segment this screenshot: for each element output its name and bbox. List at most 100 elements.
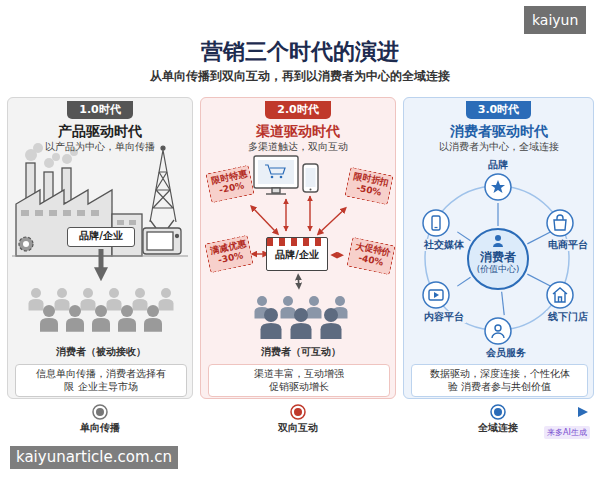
people-illustration bbox=[161, 288, 171, 298]
c2-text: (价值中心) bbox=[469, 264, 527, 275]
connector bbox=[527, 274, 553, 288]
tv bbox=[143, 228, 181, 254]
connector bbox=[255, 210, 275, 231]
channel-icon bbox=[554, 220, 566, 230]
promo-tag: 满减优惠 -30% bbox=[204, 235, 253, 273]
consumer-group: 消费者（被动接收） bbox=[19, 284, 183, 358]
sub-text: 多渠道触达，双向互动 bbox=[201, 141, 395, 153]
channel-icon bbox=[484, 173, 512, 201]
consumer-group: 消费者（可互动） bbox=[226, 292, 376, 358]
smoke bbox=[52, 153, 60, 161]
factory-windows bbox=[77, 210, 85, 216]
tv bbox=[176, 235, 179, 238]
box-text: 满减优惠 -30% bbox=[208, 238, 251, 268]
channel-node: 内容平台 bbox=[422, 281, 466, 309]
watermark: kaiyun bbox=[524, 6, 586, 34]
people-illustration bbox=[55, 299, 70, 311]
era-panel: 3.0时代消费者驱动时代以消费者为中心，全域连接品牌社交媒体电商平台消费者(价值… bbox=[403, 97, 594, 399]
people-illustration bbox=[29, 299, 44, 311]
people-illustration bbox=[264, 308, 278, 322]
factory-windows bbox=[117, 220, 124, 225]
channel-icon bbox=[423, 210, 449, 236]
monitor bbox=[254, 156, 298, 194]
people-illustration bbox=[40, 318, 58, 332]
summary-box: 渠道丰富，互动增强 促销驱动增长 bbox=[208, 364, 390, 397]
people-illustration bbox=[307, 307, 322, 319]
timeline-label: 双向互动 bbox=[258, 421, 338, 434]
channel-node: 社交媒体 bbox=[422, 209, 466, 237]
factory-windows bbox=[91, 210, 99, 216]
badge-text: 1.0时代 bbox=[67, 101, 133, 119]
channel-icon bbox=[485, 318, 511, 344]
people-illustration bbox=[81, 299, 96, 311]
subtitle: 从单向传播到双向互动，再到以消费者为中心的全域连接 bbox=[0, 69, 600, 84]
connector bbox=[322, 211, 343, 230]
channel-icon bbox=[492, 333, 504, 338]
factory bbox=[16, 163, 142, 256]
people-illustration bbox=[107, 299, 122, 311]
factory-windows bbox=[21, 210, 136, 225]
smoke bbox=[33, 143, 43, 153]
people-illustration bbox=[144, 318, 162, 332]
c1-text: 消费者 bbox=[469, 250, 527, 264]
head-text: 消费者驱动时代 bbox=[404, 122, 593, 140]
tower bbox=[153, 172, 173, 208]
box-text: 数据驱动，深度连接，个性化体验 消费者参与共创价值 bbox=[425, 368, 573, 393]
channel-icon bbox=[422, 209, 450, 237]
brand-box: 品牌/企业 bbox=[67, 227, 135, 247]
sub-text: 以产品为中心，单向传播 bbox=[8, 141, 192, 153]
box-text: 大促特价 -40% bbox=[350, 240, 393, 270]
diagram-title: 营销三个时代的演进 bbox=[0, 38, 600, 66]
phone bbox=[303, 164, 318, 192]
timeline bbox=[494, 408, 502, 416]
channel-icon bbox=[434, 292, 439, 298]
tower bbox=[150, 150, 176, 222]
connector bbox=[99, 249, 104, 268]
people-illustration bbox=[118, 318, 136, 332]
gear bbox=[19, 237, 33, 251]
people-illustration bbox=[43, 305, 55, 317]
smoke bbox=[44, 158, 54, 168]
connector bbox=[497, 203, 498, 226]
timeline-label: 单向传播 bbox=[60, 421, 140, 434]
olab-text: 品牌 bbox=[486, 159, 510, 171]
olab-text: 会员服务 bbox=[484, 347, 528, 359]
people-illustration bbox=[294, 308, 308, 322]
sub-text: 以消费者为中心，全域连接 bbox=[404, 141, 593, 153]
box-text: 信息单向传播，消费者选择有限 企业主导市场 bbox=[32, 368, 171, 393]
channel-icon bbox=[491, 180, 505, 193]
badge-text: 3.0时代 bbox=[466, 101, 532, 119]
people-illustration bbox=[66, 318, 84, 332]
connector bbox=[457, 277, 470, 286]
olab-text: 社交媒体 bbox=[422, 239, 466, 251]
box-text: 限时折扣 -50% bbox=[348, 170, 391, 200]
people-illustration bbox=[261, 323, 282, 339]
head-text: 产品驱动时代 bbox=[8, 122, 192, 140]
summary-box: 数据驱动，深度连接，个性化体验 消费者参与共创价值 bbox=[411, 364, 588, 397]
monitor bbox=[265, 165, 285, 174]
timeline bbox=[96, 408, 104, 416]
people-illustration bbox=[57, 288, 67, 298]
tv bbox=[143, 220, 181, 254]
panel-ground bbox=[7, 97, 594, 399]
channel-icon bbox=[422, 281, 450, 309]
promo-tag: 大促特价 -40% bbox=[346, 237, 395, 275]
people-illustration bbox=[309, 296, 319, 306]
promo-tag: 限时折扣 -50% bbox=[344, 167, 393, 205]
connector bbox=[298, 280, 300, 283]
channel-icon bbox=[495, 325, 501, 331]
channel-icon bbox=[429, 290, 443, 300]
monitor bbox=[272, 188, 280, 193]
people-illustration bbox=[291, 323, 312, 339]
monitor bbox=[266, 193, 286, 194]
channel-icon bbox=[484, 317, 512, 345]
channel-arrow bbox=[285, 199, 286, 231]
people-illustration bbox=[147, 305, 159, 317]
people-illustration bbox=[95, 305, 107, 317]
timeline-label: 全域连接 bbox=[458, 421, 538, 434]
channel-icon bbox=[546, 209, 574, 237]
people-illustration bbox=[121, 305, 133, 317]
watermark: kaiyunarticle.com.cn bbox=[10, 446, 178, 469]
smoke bbox=[62, 154, 72, 164]
